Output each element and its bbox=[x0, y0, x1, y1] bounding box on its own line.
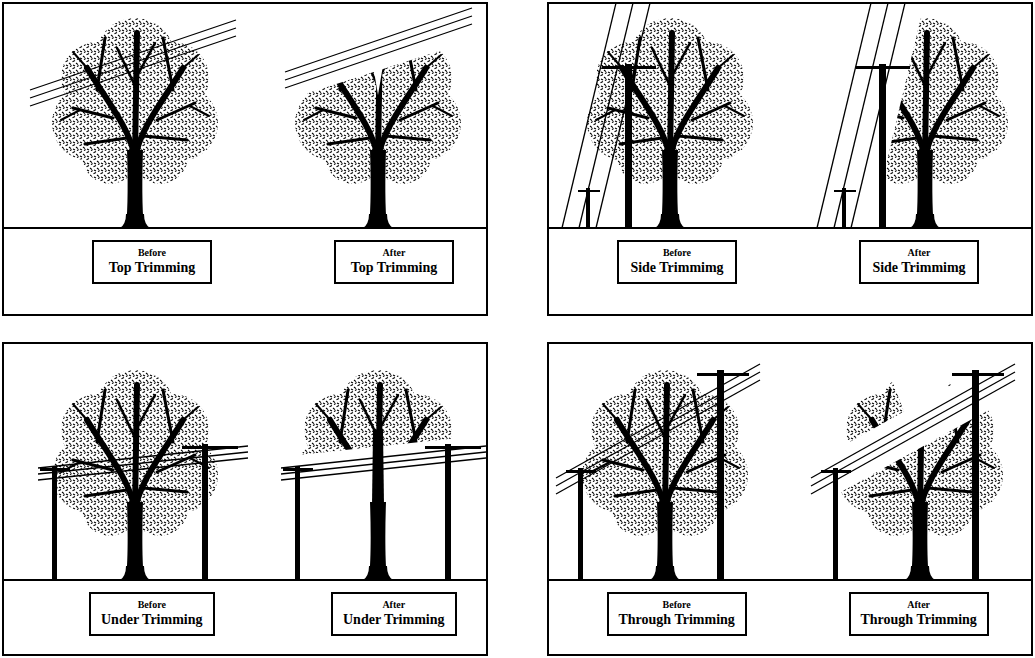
caption-box: AfterUnder Trimming bbox=[331, 592, 457, 636]
under-trimming-scene bbox=[38, 370, 486, 580]
panel-frame bbox=[3, 3, 487, 315]
stage-label: After bbox=[861, 598, 977, 611]
tree-trunk bbox=[363, 502, 393, 580]
panel-frames bbox=[3, 3, 1032, 655]
panel-frame bbox=[548, 343, 1032, 655]
caption-box: BeforeTop Trimming bbox=[92, 240, 212, 284]
utility-poles bbox=[578, 64, 910, 228]
tree-trunk bbox=[120, 502, 150, 580]
method-label: Through Trimming bbox=[619, 611, 735, 629]
method-label: Under Trimming bbox=[343, 611, 445, 629]
tree-stem bbox=[372, 430, 384, 505]
stage-label: Before bbox=[101, 598, 203, 611]
tree-trunk bbox=[910, 150, 940, 228]
method-label: Under Trimming bbox=[101, 611, 203, 629]
stage-label: After bbox=[346, 246, 442, 259]
stage-label: Before bbox=[104, 246, 200, 259]
method-label: Top Trimming bbox=[104, 259, 200, 277]
power-wires bbox=[556, 364, 1015, 494]
method-label: Through Trimming bbox=[861, 611, 977, 629]
tree-trunk bbox=[120, 150, 150, 228]
through-trimming-scene bbox=[556, 364, 1015, 580]
caption-box: AfterTop Trimming bbox=[334, 240, 454, 284]
method-label: Top Trimming bbox=[346, 259, 442, 277]
panel-frame bbox=[548, 3, 1032, 315]
panel-frame bbox=[3, 343, 487, 655]
utility-poles bbox=[40, 444, 481, 580]
side-trimming-scene bbox=[562, 4, 1008, 228]
caption-box: AfterSide Trimmimg bbox=[859, 240, 979, 284]
stage-label: Before bbox=[619, 598, 735, 611]
caption-box: BeforeUnder Trimming bbox=[89, 592, 215, 636]
power-wires bbox=[30, 8, 472, 106]
caption-box: BeforeThrough Trimming bbox=[607, 592, 747, 636]
stage-label: After bbox=[871, 246, 967, 259]
tree-trunk bbox=[905, 502, 935, 580]
ground-lines bbox=[3, 228, 1032, 580]
tree-trunk bbox=[363, 150, 393, 228]
top-trimming-scene bbox=[30, 8, 472, 228]
caption-box: AfterThrough Trimming bbox=[849, 592, 989, 636]
stage-label: Before bbox=[629, 246, 725, 259]
tree-trunk bbox=[655, 150, 685, 228]
stage-label: After bbox=[343, 598, 445, 611]
method-label: Side Trimmimg bbox=[629, 259, 725, 277]
caption-box: BeforeSide Trimmimg bbox=[617, 240, 737, 284]
method-label: Side Trimmimg bbox=[871, 259, 967, 277]
power-wires bbox=[38, 446, 486, 480]
utility-poles bbox=[566, 370, 1004, 580]
power-wires bbox=[562, 4, 905, 228]
tree-trunk bbox=[650, 502, 680, 580]
